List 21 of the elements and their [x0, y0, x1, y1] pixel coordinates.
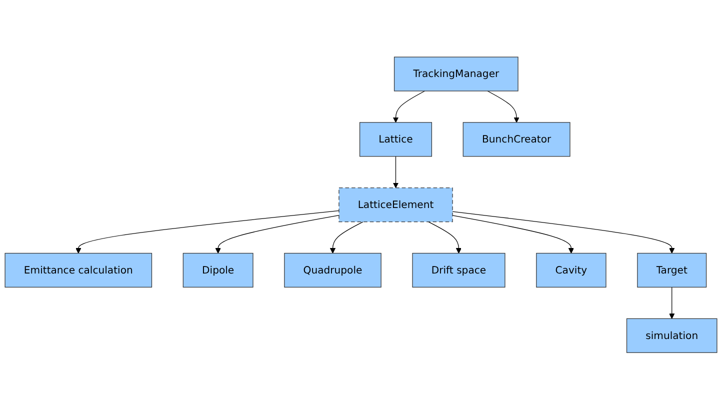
node-box: Cavity	[536, 252, 606, 288]
arrow	[669, 286, 675, 319]
node-box: Drift space	[412, 252, 506, 288]
arrow	[487, 90, 520, 122]
node-box: Emittance calculation	[4, 252, 152, 288]
node-box: BunchCreator	[462, 122, 570, 156]
node-box: Dipole	[182, 252, 254, 288]
node-box: TrackingManager	[394, 56, 518, 91]
arrow	[76, 210, 340, 254]
node-box: simulation	[626, 318, 718, 353]
node-box: Quadrupole	[284, 252, 382, 288]
node-box: Lattice	[359, 122, 432, 156]
node-box: LatticeElement	[338, 187, 453, 222]
arrow	[392, 90, 426, 122]
arrow	[452, 214, 574, 254]
arrow	[392, 156, 398, 188]
arrow	[452, 210, 675, 254]
arrow	[428, 221, 462, 254]
arrow	[215, 214, 340, 254]
arrow	[330, 221, 364, 254]
node-box: Target	[637, 252, 707, 288]
